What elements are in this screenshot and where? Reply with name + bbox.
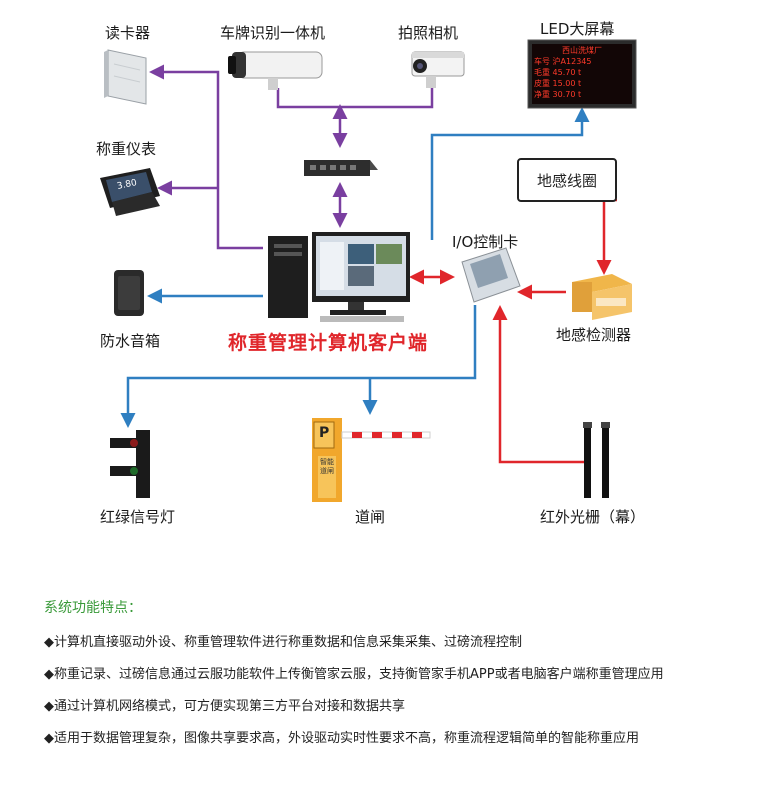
- gate-text: 智能道闸: [320, 458, 334, 475]
- blue-connections: [120, 107, 590, 428]
- features-section: 系统功能特点： ◆计算机直接驱动外设、称重管理软件进行称重数据和信息采集采集、过…: [44, 597, 754, 759]
- speaker-label: 防水音箱: [100, 332, 161, 350]
- weighing-indicator-label: 称重仪表: [96, 140, 157, 158]
- gate-letter: P: [319, 425, 330, 441]
- feature-item: ◆计算机直接驱动外设、称重管理软件进行称重数据和信息采集采集、过磅流程控制: [44, 635, 522, 650]
- feature-item: ◆称重记录、过磅信息通过云服功能软件上传衡管家云服，支持衡管家手机APP或者电脑…: [44, 667, 664, 682]
- plate-camera-icon: [228, 51, 323, 90]
- plate-camera-label: 车牌识别一体机: [220, 24, 326, 42]
- led-title: 西山洗煤厂: [562, 46, 602, 55]
- led-row: 皮重 15.00 t: [534, 79, 582, 88]
- purple-connections: [149, 64, 434, 250]
- network-switch-icon: [304, 160, 378, 176]
- feature-item: ◆通过计算机网络模式，可方便实现第三方平台对接和数据共享: [44, 699, 405, 714]
- loop-detector-label: 地感检测器: [556, 326, 632, 344]
- photo-camera-icon: [411, 51, 465, 88]
- speaker-icon: [114, 270, 144, 316]
- led-row: 净重 30.70 t: [534, 90, 582, 99]
- client-title: 称重管理计算机客户端: [228, 332, 429, 354]
- barrier-gate-icon: [312, 418, 431, 502]
- led-row: 车号 沪A12345: [534, 57, 592, 66]
- photo-camera-label: 拍照相机: [398, 24, 459, 42]
- infrared-curtain-icon: [583, 422, 610, 498]
- barrier-gate-label: 道闸: [355, 508, 386, 526]
- loop-detector-icon: [572, 274, 632, 320]
- loop-coil-box: 地感线圈: [517, 158, 617, 202]
- infrared-curtain-label: 红外光栅（幕）: [540, 508, 646, 526]
- card-reader-label: 读卡器: [105, 24, 151, 42]
- led-screen-text: 西山洗煤厂 车号 沪A12345 毛重 45.70 t 皮重 15.00 t 净…: [534, 45, 630, 100]
- led-row: 毛重 45.70 t: [534, 68, 582, 77]
- computer-icon: [268, 232, 410, 322]
- features-title: 系统功能特点：: [44, 600, 142, 616]
- led-screen-icon: [527, 39, 637, 109]
- card-reader-icon: [104, 49, 147, 105]
- io-card-label: I/O控制卡: [452, 233, 519, 251]
- traffic-light-icon: [110, 430, 150, 498]
- io-card-icon: [461, 247, 521, 303]
- traffic-light-label: 红绿信号灯: [100, 508, 176, 526]
- feature-item: ◆适用于数据管理复杂，图像共享要求高，外设驱动实时性要求不高，称重流程逻辑简单的…: [44, 731, 639, 746]
- led-screen-label: LED大屏幕: [540, 20, 615, 38]
- weighing-indicator-icon: [100, 168, 160, 216]
